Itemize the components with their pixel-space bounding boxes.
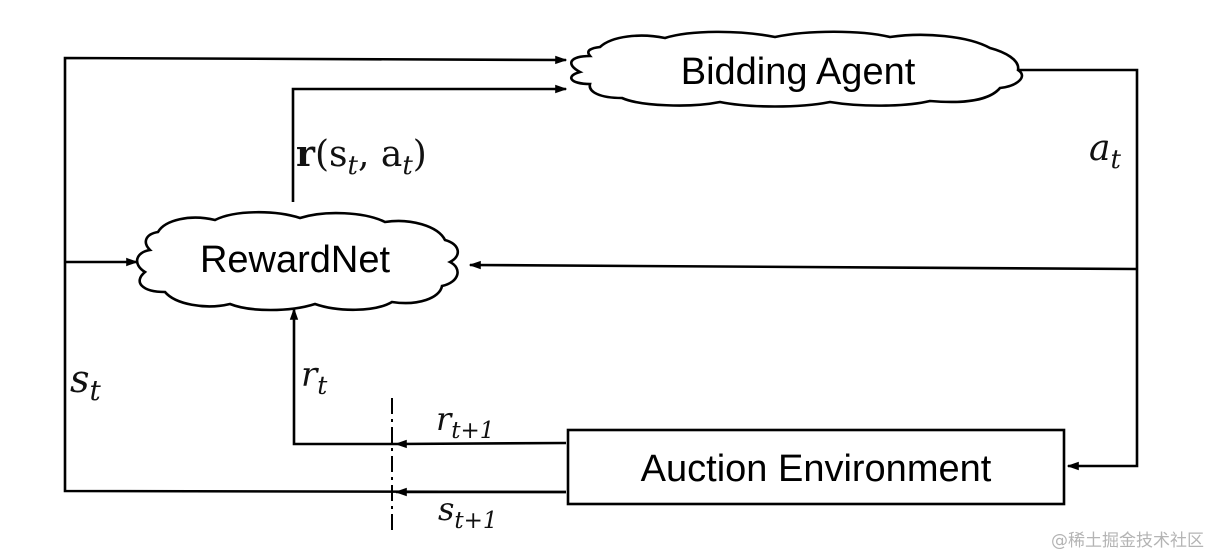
- bidding-agent-cloud[interactable]: [569, 30, 1024, 108]
- rewardnet-label: RewardNet: [200, 239, 391, 281]
- next-state-label: st+1: [438, 490, 498, 534]
- reward-fn-to-agent-arrow: [291, 84, 568, 202]
- state-feedback-line: [63, 55, 568, 494]
- state-label: st: [70, 357, 102, 407]
- reward-to-rewardnet-arrow: [289, 307, 396, 446]
- reward-label: rt: [301, 355, 328, 400]
- reward-fn-label: r(st, at): [296, 133, 427, 181]
- next-reward-arrow: [394, 439, 567, 449]
- auction-environment-label: Auction Environment: [641, 448, 992, 490]
- auction-environment-box[interactable]: [566, 428, 1066, 506]
- action-to-rewardnet-arrow: [468, 260, 1138, 271]
- bidding-agent-label: Bidding Agent: [681, 51, 916, 93]
- next-reward-label: rt+1: [436, 400, 494, 444]
- action-label: at: [1089, 128, 1121, 175]
- watermark: @稀土掘金技术社区: [1051, 531, 1204, 551]
- rewardnet-cloud[interactable]: [135, 210, 459, 312]
